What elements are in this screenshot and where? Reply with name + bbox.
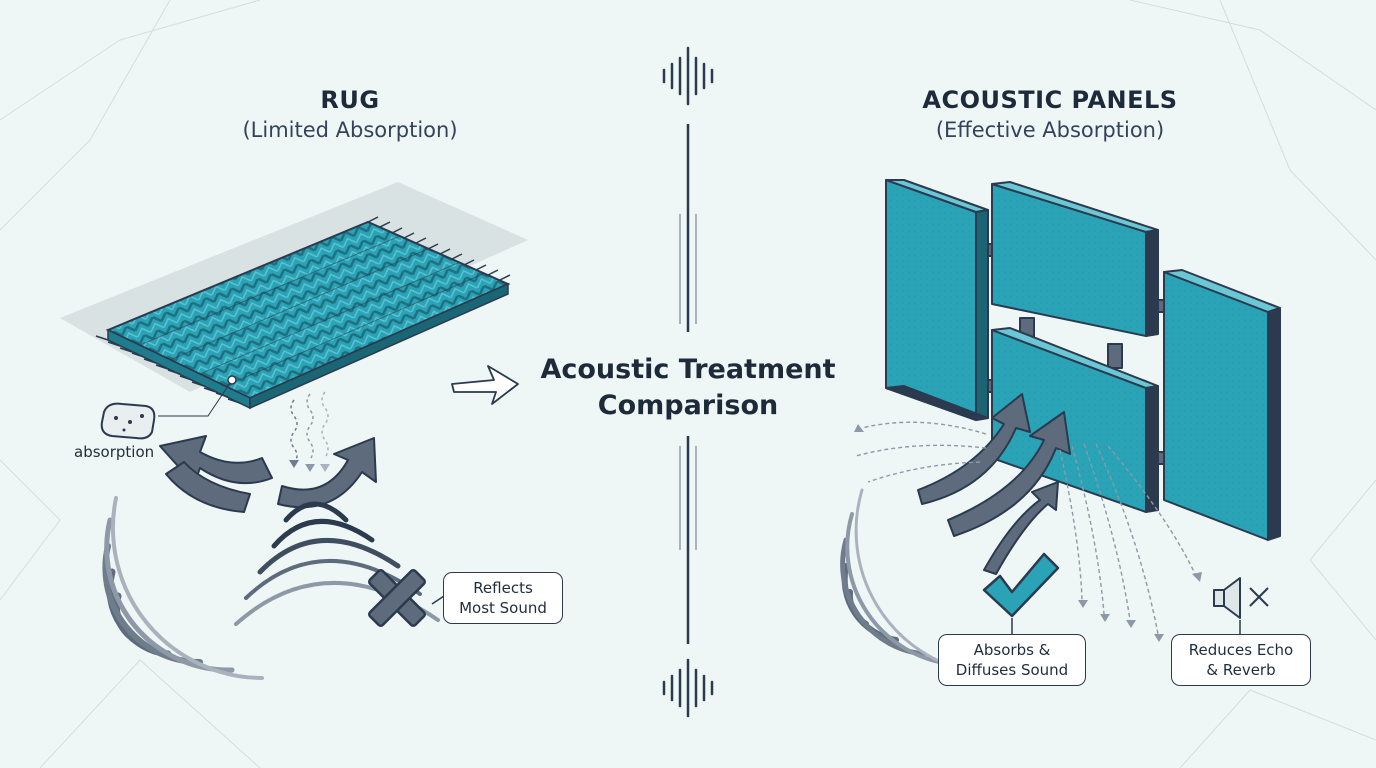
center-title-line-1: Acoustic Treatment bbox=[540, 354, 836, 385]
checkmark-icon bbox=[982, 552, 1060, 618]
rug-fringe-left bbox=[95, 335, 241, 404]
reduces-callout-line-2: & Reverb bbox=[1206, 661, 1276, 679]
absorption-leader bbox=[158, 379, 233, 417]
arrow-to-title-icon bbox=[451, 365, 519, 405]
rug-side bbox=[249, 282, 509, 410]
rug-fringe-right bbox=[367, 216, 511, 281]
panel-right bbox=[1163, 271, 1269, 541]
reflects-callout-line-2: Most Sound bbox=[459, 599, 547, 617]
rug-bands bbox=[139, 235, 486, 387]
reflects-callout: Reflects Most Sound bbox=[443, 572, 563, 624]
rug-subtitle: (Limited Absorption) bbox=[242, 118, 458, 142]
rug-transmission-arrows bbox=[289, 391, 330, 472]
center-divider bbox=[679, 124, 697, 644]
center-title-line-2: Comparison bbox=[597, 390, 779, 421]
cross-icon bbox=[368, 569, 426, 627]
reflect-arrow-icon bbox=[159, 435, 377, 513]
rug-heading: RUG (Limited Absorption) bbox=[170, 86, 530, 142]
diffusion-lines bbox=[855, 421, 1197, 635]
reduces-callout-line-1: Reduces Echo bbox=[1188, 641, 1294, 659]
reflects-callout-line-1: Reflects bbox=[473, 579, 533, 597]
panels-heading: ACOUSTIC PANELS (Effective Absorption) bbox=[880, 86, 1220, 142]
speaker-mute-icon bbox=[1213, 577, 1269, 619]
absorbs-callout-line-2: Diffuses Sound bbox=[955, 661, 1069, 679]
reduces-callout: Reduces Echo & Reverb bbox=[1171, 634, 1311, 686]
absorption-label: absorption bbox=[74, 443, 155, 461]
absorbs-callout-line-1: Absorbs & bbox=[973, 641, 1051, 659]
rug-illustration bbox=[60, 182, 528, 472]
sponge-icon bbox=[100, 402, 156, 440]
panels-title: ACOUSTIC PANELS bbox=[922, 86, 1178, 114]
absorb-arrow-icon bbox=[917, 393, 1071, 575]
reflects-callout-leader bbox=[431, 595, 445, 605]
absorbs-callout: Absorbs & Diffuses Sound bbox=[938, 634, 1086, 686]
sound-wave-icon bbox=[662, 658, 714, 718]
acoustic-panels-illustration bbox=[885, 179, 1281, 541]
panel-left bbox=[885, 179, 977, 421]
center-title: Acoustic Treatment Comparison bbox=[510, 352, 866, 424]
sound-wave-icon bbox=[662, 46, 714, 106]
sound-wave-icon bbox=[102, 496, 440, 680]
panels-subtitle: (Effective Absorption) bbox=[935, 118, 1165, 142]
rug-title: RUG bbox=[320, 86, 380, 114]
